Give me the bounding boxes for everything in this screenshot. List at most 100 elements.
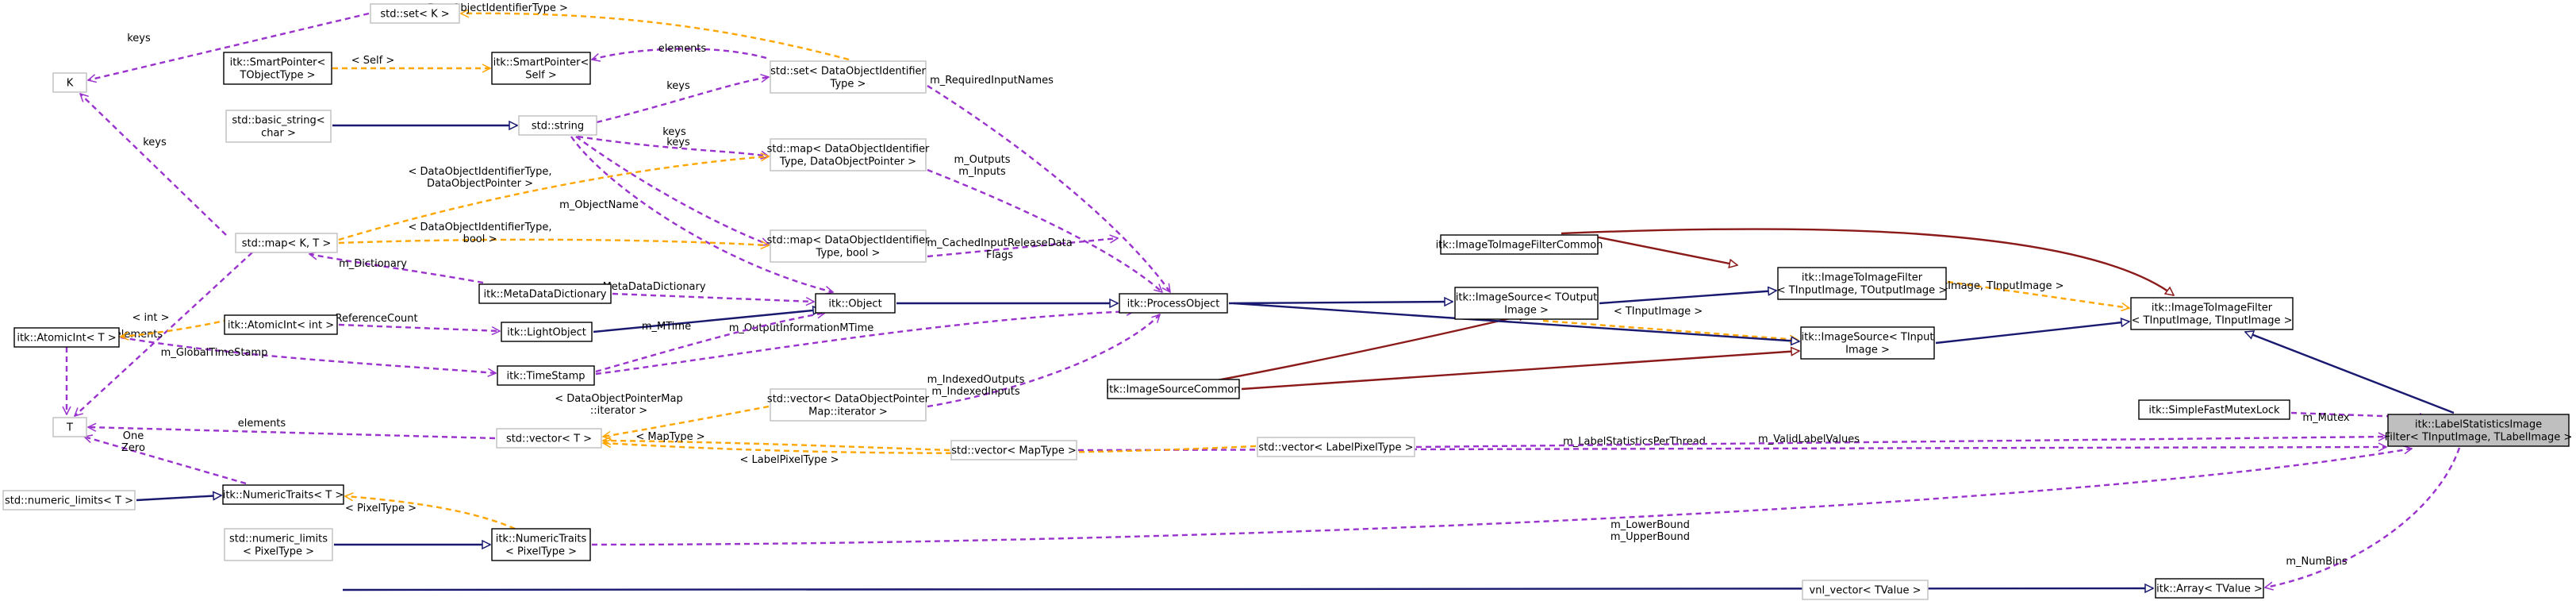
class-node-box bbox=[1777, 267, 1947, 300]
class-node-numtraits_t[interactable]: itk::NumericTraits< T > bbox=[222, 484, 344, 505]
edge-line bbox=[1594, 235, 1737, 265]
edge-label: m_IndexedInputs bbox=[931, 386, 1019, 398]
class-node-label: std::numeric_limits< T > bbox=[5, 495, 133, 507]
edge-line bbox=[338, 323, 500, 331]
class-node-imgsrc_common[interactable]: itk::ImageSourceCommon bbox=[1107, 379, 1241, 399]
class-node-box bbox=[770, 60, 927, 94]
class-node-box bbox=[235, 233, 338, 253]
class-node-vector_t[interactable]: std::vector< T > bbox=[496, 428, 602, 449]
edge-line bbox=[1077, 447, 2386, 450]
class-node-array_tv[interactable]: itk::Array< TValue > bbox=[2155, 578, 2264, 599]
class-node-metadata[interactable]: itk::MetaDataDictionary bbox=[478, 283, 612, 304]
class-node-smartptr_self[interactable]: itk::SmartPointer<Self > bbox=[491, 52, 591, 85]
class-node-map_doid_bool[interactable]: std::map< DataObjectIdentifierType, bool… bbox=[767, 229, 930, 263]
edge-label: One bbox=[123, 430, 144, 442]
class-node-t[interactable]: T bbox=[52, 417, 87, 437]
class-node-label: std::numeric_limits bbox=[229, 534, 328, 545]
edge-label: keys bbox=[127, 33, 151, 44]
class-node-label: Type, bool > bbox=[816, 248, 881, 260]
class-node-img2img_out[interactable]: itk::ImageToImageFilter< TInputImage, TO… bbox=[1777, 267, 1947, 300]
class-node-box bbox=[770, 229, 927, 263]
class-node-box bbox=[950, 440, 1077, 460]
edge-set_k-to-set_doid: < DataObjectIdentifierType > bbox=[416, 2, 850, 61]
edge-label: < LabelPixelType > bbox=[739, 454, 839, 466]
edge-label: < DataObjectPointerMap bbox=[555, 393, 682, 405]
edge-set_doid-to-process_object: m_RequiredInputNames bbox=[927, 75, 1171, 292]
edge-label: m_RequiredInputNames bbox=[930, 75, 1054, 87]
class-node-box bbox=[491, 528, 591, 561]
class-node-map_kt[interactable]: std::map< K, T > bbox=[235, 233, 338, 253]
class-node-label: TObjectType > bbox=[239, 70, 315, 82]
class-node-label: vnl_vector< TValue > bbox=[1810, 585, 1921, 597]
edge-line bbox=[927, 168, 1162, 292]
class-node-img2img_common[interactable]: itk::ImageToImageFilterCommon bbox=[1436, 234, 1603, 255]
class-node-vector_lpt[interactable]: std::vector< LabelPixelType > bbox=[1257, 437, 1415, 457]
class-node-box bbox=[13, 327, 120, 348]
class-node-label: itk::ProcessObject bbox=[1127, 299, 1220, 310]
edge-label: m_ObjectName bbox=[559, 199, 639, 211]
edge-label: m_LowerBound bbox=[1610, 519, 1690, 531]
class-node-vnl_vector[interactable]: vnl_vector< TValue > bbox=[1802, 580, 1929, 600]
class-node-map_doid_ptr[interactable]: std::map< DataObjectIdentifierType, Data… bbox=[767, 138, 930, 171]
class-node-vector_dop[interactable]: std::vector< DataObjectPointerMap::itera… bbox=[767, 388, 930, 422]
class-node-numeric_limits_px[interactable]: std::numeric_limits< PixelType > bbox=[224, 528, 333, 561]
edge-line bbox=[461, 13, 850, 61]
edge-line bbox=[2245, 332, 2455, 414]
class-node-set_doid[interactable]: std::set< DataObjectIdentifierType > bbox=[770, 60, 927, 94]
class-node-label: itk::Object bbox=[828, 299, 881, 310]
edge-line bbox=[927, 314, 1160, 408]
class-node-fastmutex[interactable]: itk::SimpleFastMutexLock bbox=[2138, 399, 2290, 420]
class-node-k[interactable]: K bbox=[52, 72, 87, 93]
edge-label: Zero bbox=[121, 442, 145, 454]
class-node-atomicint_t[interactable]: itk::AtomicInt< T > bbox=[13, 327, 120, 348]
class-node-box bbox=[1800, 326, 1935, 360]
edge-line bbox=[1415, 437, 2386, 449]
edge-label: m_ReferenceCount bbox=[320, 313, 417, 325]
class-node-box bbox=[225, 110, 332, 143]
edge-array_tv-to-label_stats: m_NumBins bbox=[2265, 447, 2461, 588]
class-node-box bbox=[370, 3, 460, 24]
edge-line bbox=[1947, 280, 2129, 308]
class-node-object[interactable]: itk::Object bbox=[815, 293, 896, 314]
class-node-std_string[interactable]: std::string bbox=[518, 115, 597, 136]
edge-line bbox=[84, 437, 247, 485]
class-node-vector_maptype[interactable]: std::vector< MapType > bbox=[950, 440, 1077, 460]
edge-smartptr_t-to-smartptr_self: < Self > bbox=[332, 55, 490, 68]
edge-label: < DataObjectIdentifierType, bbox=[409, 166, 552, 178]
edge-label: m_ValidLabelValues bbox=[1758, 433, 1860, 445]
edge-fastmutex-to-label_stats: m_Mutex bbox=[2290, 411, 2428, 424]
class-node-box bbox=[1257, 437, 1415, 457]
class-node-label: < PixelType > bbox=[243, 546, 314, 558]
edge-label: elements bbox=[658, 43, 707, 55]
class-node-label: std::basic_string< bbox=[232, 115, 324, 127]
class-node-set_k[interactable]: std::set< K > bbox=[370, 3, 460, 24]
class-node-numtraits_px[interactable]: itk::NumericTraits< PixelType > bbox=[491, 528, 591, 561]
class-node-basic_string[interactable]: std::basic_string<char > bbox=[225, 110, 332, 143]
edge-k-to-map_kt: keys bbox=[80, 94, 227, 236]
class-node-label: std::map< DataObjectIdentifier bbox=[767, 235, 930, 247]
class-node-light_object[interactable]: itk::LightObject bbox=[501, 322, 593, 342]
class-node-imgsrc_in[interactable]: itk::ImageSource< TInputImage > bbox=[1800, 326, 1935, 360]
class-node-imgsrc_out[interactable]: itk::ImageSource< TOutputImage > bbox=[1454, 287, 1599, 320]
edge-line bbox=[927, 238, 1118, 258]
edge-line bbox=[75, 252, 253, 416]
edge-label: < PixelType > bbox=[345, 503, 417, 514]
class-node-atomicint_int[interactable]: itk::AtomicInt< int > bbox=[224, 314, 338, 335]
class-node-timestamp[interactable]: itk::TimeStamp bbox=[497, 365, 595, 386]
class-node-img2img_in[interactable]: itk::ImageToImageFilter< TInputImage, TI… bbox=[2130, 297, 2294, 330]
class-node-smartptr_t[interactable]: itk::SmartPointer<TObjectType > bbox=[223, 52, 332, 85]
class-node-process_object[interactable]: itk::ProcessObject bbox=[1119, 293, 1228, 314]
edge-label: keys bbox=[143, 137, 167, 148]
edge-label: m_LabelStatisticsPerThread bbox=[1563, 436, 1706, 448]
class-node-box bbox=[2, 490, 136, 510]
class-node-numeric_limits_t[interactable]: std::numeric_limits< T > bbox=[2, 490, 136, 510]
class-node-box bbox=[223, 52, 332, 85]
class-node-label: itk::ImageToImageFilter bbox=[1802, 272, 1923, 284]
class-node-box bbox=[1107, 379, 1240, 399]
edge-line bbox=[120, 336, 496, 373]
edge-label: m_MTime bbox=[642, 321, 691, 333]
class-node-label: < TInputImage, TInputImage > bbox=[2132, 315, 2293, 327]
